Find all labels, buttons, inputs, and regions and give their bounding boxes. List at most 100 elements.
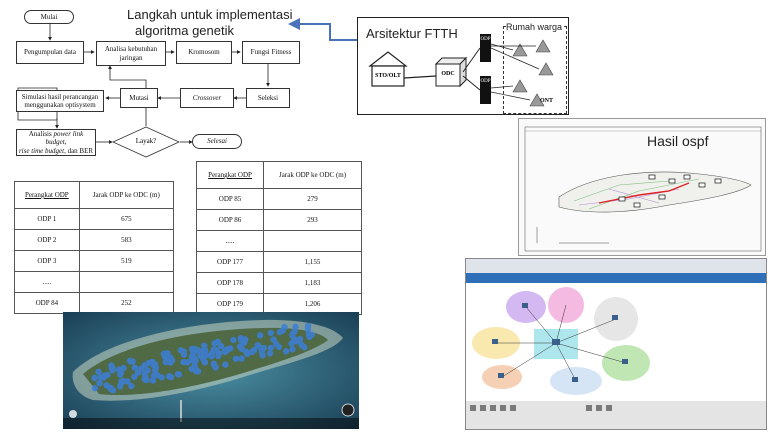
customer-location-marker (151, 361, 159, 368)
customer-location-marker (120, 364, 127, 372)
customer-location-marker (266, 350, 274, 357)
customer-location-marker (95, 368, 102, 375)
table-cell: 519 (78, 250, 175, 272)
table-cell: ODP 86 (195, 209, 265, 231)
column-header: Jarak ODP ke ODC (m) (263, 161, 362, 189)
customer-location-marker (134, 369, 142, 376)
customer-location-marker (109, 365, 116, 372)
satellite-graphic (63, 312, 359, 429)
table-cell: ODP 2 (14, 229, 80, 251)
customer-location-marker (150, 372, 157, 379)
analisis-label: Analisis power link budget,rise time bud… (18, 130, 94, 155)
customer-location-marker (230, 336, 237, 344)
customer-location-marker (103, 382, 110, 389)
column-header: Jarak ODP ke ODC (m) (78, 181, 175, 209)
seleksi-label: Seleksi (257, 93, 279, 102)
customer-location-marker (273, 341, 280, 348)
customer-location-marker (238, 355, 245, 362)
customer-location-marker (289, 346, 296, 353)
topology-graphic (466, 259, 766, 429)
customer-location-marker (267, 344, 274, 352)
pengumpulan-label: Pengumpulan data (24, 48, 76, 57)
heading-line-2: algoritma genetik (135, 23, 234, 38)
simulasi-box: Simulasi hasil perancangan menggunakan o… (16, 90, 104, 112)
customer-location-marker (116, 383, 124, 390)
ospf-result-map: Hasil ospf (518, 118, 766, 256)
table-cell: 675 (78, 208, 175, 230)
heading: Langkah untuk implementasi algoritma gen… (127, 7, 293, 39)
pengumpulan-data-box: Pengumpulan data (16, 41, 84, 64)
kromosom-label: Kromosom (188, 48, 220, 57)
ospf-map-graphic (524, 126, 762, 252)
customer-location-marker (306, 333, 313, 340)
customer-location-marker (201, 342, 208, 349)
table-row: ..... (195, 230, 362, 252)
customer-location-marker (131, 364, 139, 371)
customer-location-marker (215, 352, 222, 360)
fungsi-label: Fungsi Fitness (250, 48, 292, 57)
customer-location-marker (128, 382, 135, 390)
kromosom-box: Kromosom (176, 41, 232, 64)
customer-location-marker (126, 357, 134, 364)
customer-location-marker (191, 365, 198, 373)
customer-location-marker (257, 332, 264, 339)
customer-location-marker (276, 328, 283, 336)
customer-location-marker (267, 329, 275, 337)
mutasi-label: Mutasi (129, 93, 149, 102)
customer-location-marker (259, 352, 266, 359)
customer-location-marker (292, 323, 299, 330)
odc-label: ODC (441, 71, 455, 77)
table-cell (263, 230, 362, 252)
table-cell: 279 (263, 188, 362, 210)
customer-location-marker (208, 353, 215, 360)
table-cell: ODP 178 (195, 272, 265, 294)
customer-location-marker (232, 355, 240, 362)
table-cell: 583 (78, 229, 175, 251)
ospf-label: Hasil ospf (647, 133, 709, 149)
analisis-box: Analisis power link budget,rise time bud… (16, 129, 96, 156)
ftth-diagram: Arsitektur FTTH Rumah warga (357, 17, 569, 115)
customer-location-marker (192, 357, 199, 364)
seleksi-box: Seleksi (246, 88, 290, 108)
ftth-title: Arsitektur FTTH (366, 26, 458, 41)
table-cell: ..... (14, 271, 80, 293)
customer-location-marker (291, 335, 298, 343)
customer-location-marker (242, 336, 249, 343)
table-cell: 1,155 (263, 251, 362, 273)
customer-location-marker (282, 348, 290, 355)
column-header: Perangkat ODP (195, 161, 265, 189)
customer-location-marker (201, 359, 209, 366)
customer-location-marker (152, 367, 159, 374)
simulasi-label: Simulasi hasil perancangan menggunakan o… (21, 92, 99, 109)
customer-location-marker (131, 373, 138, 381)
selesai-terminator: Selesai (192, 134, 242, 149)
column-header: Perangkat ODP (14, 181, 80, 209)
selesai-label: Selesai (207, 137, 227, 146)
rumah-warga-label: Rumah warga (506, 22, 563, 32)
table-row: ..... (14, 271, 175, 293)
customer-location-marker (210, 346, 217, 353)
sto-label: STO/OLT (375, 73, 401, 79)
table-cell: ODP 1 (14, 208, 80, 230)
ftth-graphics (368, 34, 554, 107)
table-cell: 252 (78, 292, 175, 314)
table-cell: 293 (263, 209, 362, 231)
customer-location-marker (244, 350, 251, 358)
start-label: Mulai (40, 12, 58, 21)
customer-location-marker (198, 349, 205, 357)
customer-location-marker (212, 364, 219, 371)
table-cell: ..... (195, 230, 265, 252)
customer-location-marker (145, 359, 152, 367)
